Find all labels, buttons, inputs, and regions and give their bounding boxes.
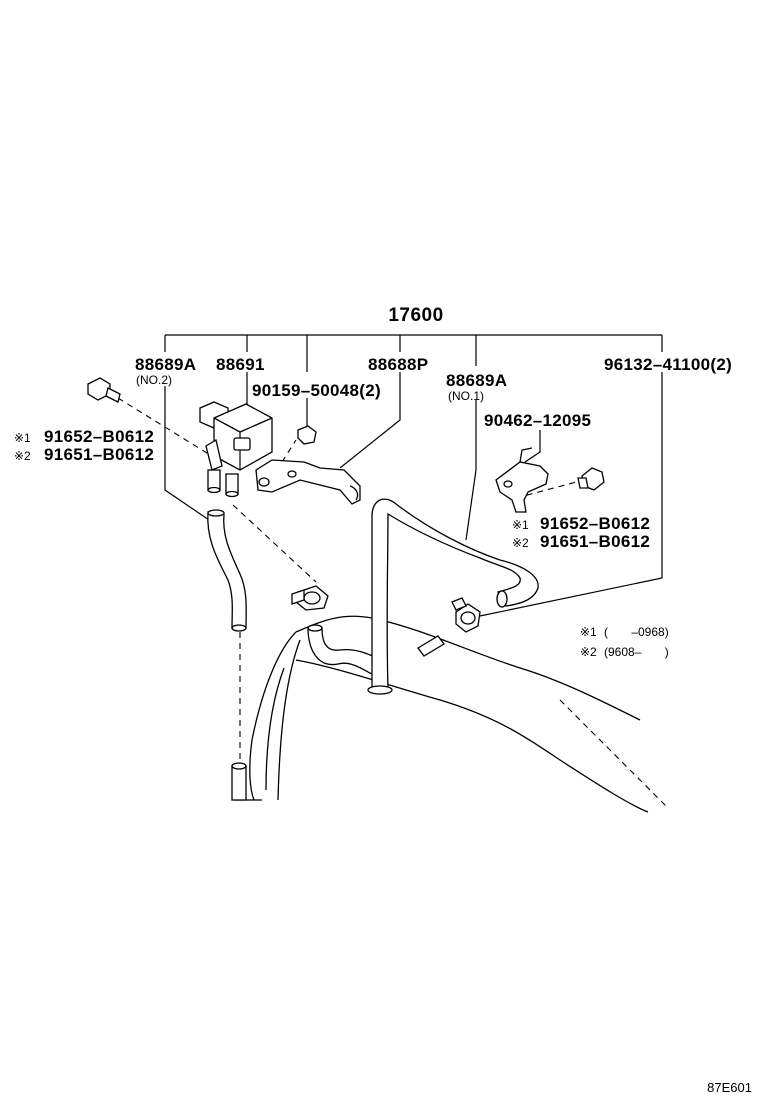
clamp-96132	[451, 597, 481, 633]
screw-90159	[297, 425, 317, 445]
engine-nipple	[417, 635, 445, 657]
diagram-code: 87E601	[707, 1080, 752, 1095]
right-bolt-pn1: 91652–B0612	[540, 514, 650, 533]
bracket-88688p	[255, 459, 361, 505]
left-bolt	[87, 377, 121, 403]
lower-hose	[307, 624, 383, 677]
note2-mark: ※2	[580, 645, 597, 659]
note1-range: ( –0968)	[604, 625, 669, 639]
label-17600: 17600	[388, 305, 443, 326]
vsv-valve	[199, 401, 273, 498]
dashed-guides	[117, 397, 669, 809]
left-bolt-pn1: 91652–B0612	[44, 427, 154, 446]
note1-mark: ※1	[580, 625, 597, 639]
left-bolt-pn2: 91651–B0612	[44, 445, 154, 464]
label-88689a-no1-sub: (NO.1)	[448, 389, 484, 403]
label-88689a-no1: 88689A	[446, 371, 507, 390]
left-bolt-mark2: ※2	[14, 449, 31, 463]
part-labels: 17600 88689A (NO.2) 88691 88688P 96132–4…	[14, 305, 752, 1095]
label-90462: 90462–12095	[484, 411, 591, 430]
hose-clamp-center	[291, 585, 329, 611]
engine-outline	[234, 615, 649, 813]
left-bolt-mark1: ※1	[14, 431, 31, 445]
label-90159: 90159–50048(2)	[252, 381, 381, 400]
right-bolt-mark1: ※1	[512, 518, 529, 532]
right-bolt-mark2: ※2	[512, 536, 529, 550]
right-bolt-pn2: 91651–B0612	[540, 532, 650, 551]
hose-88689a-no2	[207, 509, 247, 632]
bracket-90462	[495, 447, 549, 513]
label-88689a-no2: 88689A	[135, 355, 196, 374]
leader-lines	[164, 334, 663, 617]
label-88691: 88691	[216, 355, 265, 374]
label-96132: 96132–41100(2)	[604, 355, 732, 374]
lower-pipe	[231, 762, 247, 801]
right-bolt	[577, 467, 605, 491]
hose-88689a-no1	[367, 498, 539, 695]
note2-range: (9608– )	[604, 645, 669, 659]
label-88688p: 88688P	[368, 355, 428, 374]
label-88689a-no2-sub: (NO.2)	[136, 373, 172, 387]
